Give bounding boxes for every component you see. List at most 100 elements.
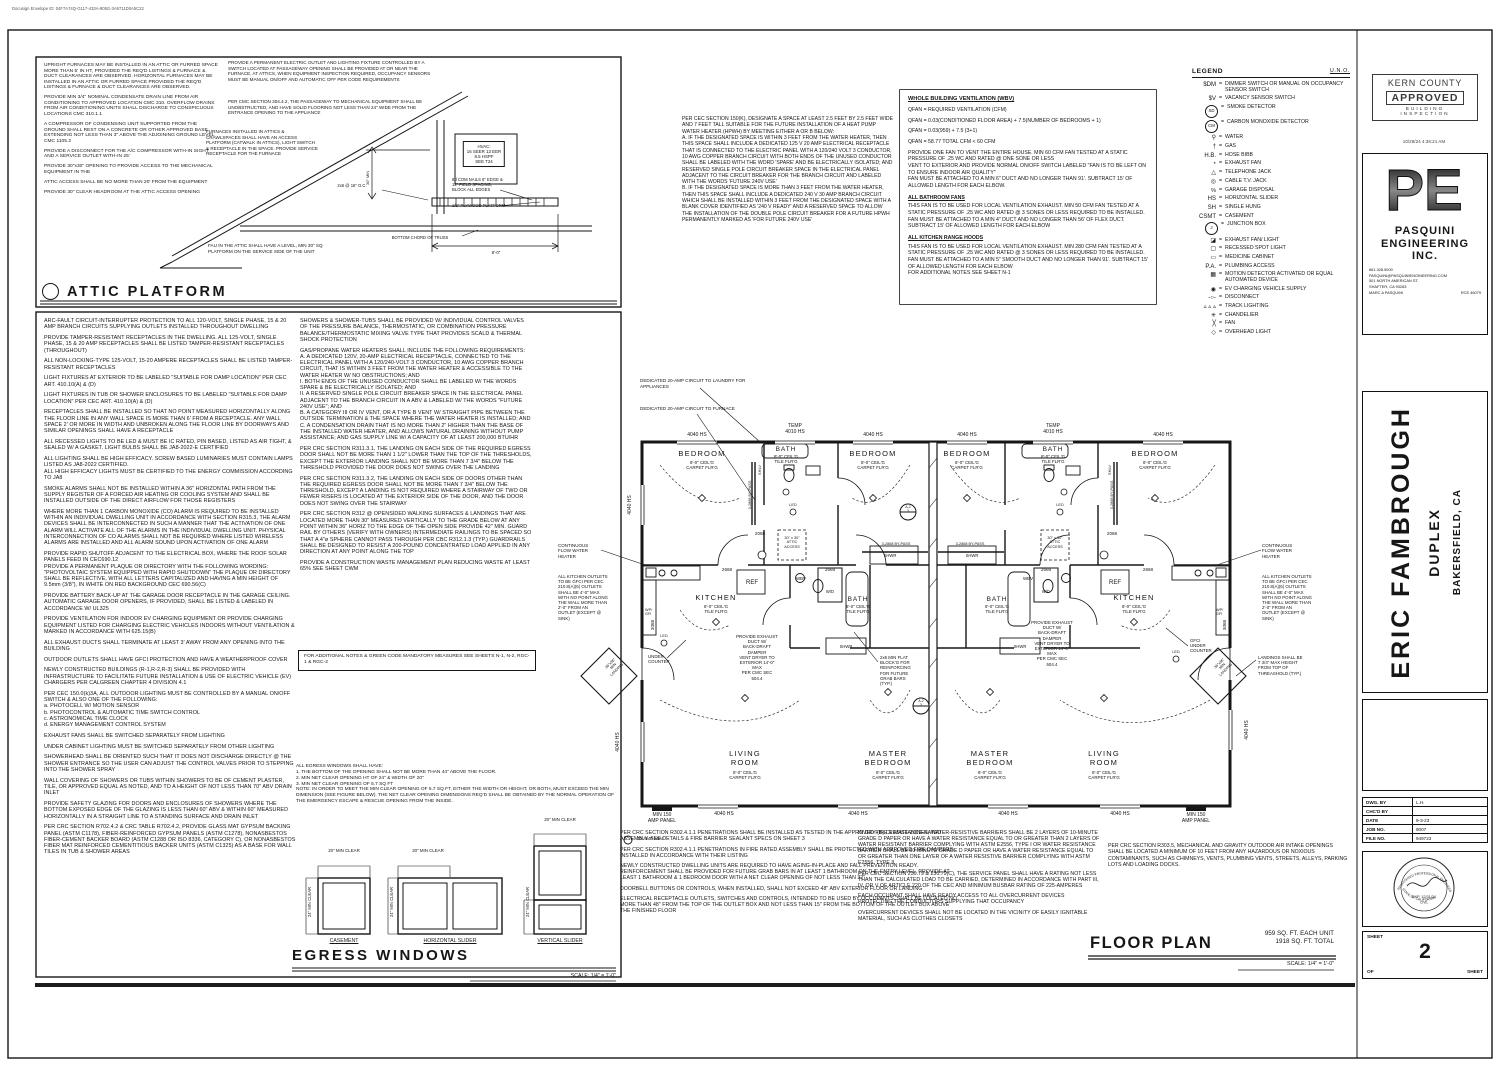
legend-label: EV CHARGING VEHICLE SUPPLY <box>1225 285 1307 292</box>
note-paragraph: PER CRC SECTION R311.3.2, THE LANDING ON… <box>300 475 528 507</box>
legend-equals: = <box>1219 212 1223 219</box>
callout: LANDINGS SHALL BE 7 3/4" MAX HEIGHT FROM… <box>1258 655 1303 676</box>
note-paragraph: OUTDOOR OUTLETS SHALL HAVE GFCI PROTECTI… <box>44 656 288 663</box>
seal-civil: CIVIL <box>1420 901 1428 905</box>
room-label: LIVING ROOM <box>729 749 761 767</box>
legend-equals: = <box>1219 151 1223 158</box>
project-city: BAKERSFIELD, CA <box>1452 488 1463 596</box>
project-block: ERIC FAMBROUGH DUPLEX BAKERSFIELD, CA <box>1362 391 1488 693</box>
legend-item: ▦=MOTION DETECTOR ACTIVATED OR EQUAL AUT… <box>1192 271 1350 284</box>
firm-principal: MARC A PASQUINI <box>1369 289 1404 295</box>
legend-equals: = <box>1219 203 1223 210</box>
project-client: ERIC FAMBROUGH <box>1387 405 1415 679</box>
section-marker-icon <box>42 283 59 300</box>
legend-item: △=TELEPHONE JACK <box>1192 169 1350 177</box>
room-sublabel: 8'-0" CEIL'G CARPET FLR'G <box>729 770 761 781</box>
legend-equals: = <box>1219 186 1223 193</box>
legend-symbol-icon: $V <box>1208 95 1216 102</box>
legend-item: ▢=RECESSED SPOT LIGHT <box>1192 245 1350 252</box>
window-tag: 4040 HS <box>957 432 977 438</box>
door-tag: 3-2868 BY-PASS <box>748 480 752 510</box>
legend-symbol-icon: -○- <box>1208 295 1216 302</box>
note-paragraph: QFAN = REQUIRED VENTILATION (CFM) <box>908 107 1007 114</box>
room-sublabel: 8'-0" CEIL'G CARPET FLR'G <box>1139 460 1171 471</box>
fixture-label: SHWR <box>883 553 897 558</box>
legend-label: VACANCY SENSOR SWITCH <box>1225 94 1295 101</box>
callout: ALL KITCHEN OUTLETS TO BE GFCI PER CEC 2… <box>1262 574 1312 621</box>
legend-equals: = <box>1219 329 1223 336</box>
legend-label: CASEMENT <box>1225 212 1254 219</box>
room-sublabel: 8'-0" CEIL'G CARPET FLR'G <box>686 460 718 471</box>
firm-rce: RCE 46079 <box>1460 289 1481 295</box>
note-paragraph: UNDER CABINET LIGHTING MUST BE SWITCHED … <box>44 743 275 750</box>
hpwh-note: PER CEC SECTION 150(K), DESIGNATE A SPAC… <box>682 116 893 223</box>
outlet-tag: WP/ GFI <box>1216 608 1224 617</box>
legend-equals: = <box>1219 271 1223 278</box>
window-tag: 4040 HS <box>863 432 883 438</box>
pe-logo: PE <box>1385 158 1463 224</box>
sheet-label-of: OF <box>1367 970 1374 975</box>
legend-equals: = <box>1219 303 1223 310</box>
legend: LEGEND U.N.O. $DM=DIMMER SWITCH OR MANUA… <box>1192 68 1350 339</box>
legend-symbol-icon: SH <box>1207 204 1216 211</box>
door-tag: 2668 <box>824 567 836 572</box>
wbv-kitchen-para: THIS FAN IS TO BE USED FOR LOCAL VENTILA… <box>908 243 1148 277</box>
note-paragraph: RECEPTACLES SHALL BE INSTALLED SO THAT N… <box>44 409 291 435</box>
note-paragraph: PROVIDE RAPID SHUTOFF ADJACENT TO THE EL… <box>44 550 291 589</box>
note-paragraph: WALL COVERING OF SHOWERS OR TUBS WITHIN … <box>44 777 292 797</box>
legend-equals: = <box>1219 94 1223 101</box>
legend-label: SMOKE DETECTOR <box>1227 103 1276 110</box>
note-paragraph: NEWLY CONSTRUCTED BUILDINGS (R-1,R-2,R-3… <box>44 667 292 686</box>
attic-note-fau: FAU IN THE ATTIC SHALL HAVE A LEVEL, MIN… <box>208 243 323 254</box>
legend-item: ℅=GARAGE DISPOSAL <box>1192 186 1350 194</box>
sheet-number-block: SHEET 2 OF SHEET <box>1362 931 1488 979</box>
legend-item: ◪=EXHAUST FAN/ LIGHT <box>1192 236 1350 244</box>
info-label: CHC'D BY <box>1363 807 1413 816</box>
legend-symbol-icon: △ <box>1211 170 1216 177</box>
note-paragraph: PROVIDE MIN 3/4" NOMINAL CONDENSATE DRAI… <box>44 95 215 117</box>
legend-equals: = <box>1219 236 1223 243</box>
attic-access-label: 30" x 30" ATTIC ACCESS <box>784 536 800 549</box>
room-label: BATH <box>1042 446 1064 453</box>
note-paragraph: QFAN = 0.03(959) + 7.5 (3+1) <box>908 128 978 135</box>
fixture-label: W/D <box>825 589 835 594</box>
sheet-label-top: SHEET <box>1367 935 1383 940</box>
room-label: MASTER BEDROOM <box>966 749 1014 767</box>
stamp-approved: APPROVED <box>1385 91 1465 105</box>
seal-exp: EXP. 12/31/24 <box>1412 895 1436 899</box>
legend-label: HOSE BIBB <box>1225 151 1253 158</box>
plan-label: HORIZONTAL SLIDER <box>423 938 477 944</box>
legend-symbol-icon: H.B. <box>1204 152 1216 159</box>
attic-access-label: 30" x 30" ATTIC ACCESS <box>1047 536 1063 549</box>
note-paragraph: ALL RECESSED LIGHTS TO BE LED & MUST BE … <box>44 438 292 452</box>
window-tag: 4040 HS <box>687 432 707 438</box>
legend-label: EXHAUST FAN <box>1225 160 1261 167</box>
door-tag: 3-2868 BY-PASS <box>955 542 985 546</box>
plan-label: 24" MIN CLEAR <box>389 886 394 918</box>
plan-label: 20" MIN CLEAR <box>544 817 576 822</box>
legend-equals: = <box>1219 262 1223 269</box>
pe-logo-text: PE <box>1385 158 1462 220</box>
sheet-label-bottom: SHEET <box>1467 970 1483 975</box>
dedicated-laundry-note: DEDICATED 20-AMP CIRCUIT TO LAUNDRY FOR … <box>640 378 746 389</box>
legend-label: OVERHEAD LIGHT <box>1225 329 1271 336</box>
door-tag: 2668 <box>1142 567 1154 572</box>
bottom-note-c: PER CRC SECTION R303.5, MECHANICAL AND G… <box>1108 843 1348 869</box>
room-label: BEDROOM <box>1131 449 1179 458</box>
fixture-label: SHWR <box>965 553 979 558</box>
callout: 2x6 MIN FLAT BLOCK'G FOR REINFORCING FOR… <box>880 655 911 686</box>
legend-symbol-icon: SD <box>1205 104 1218 118</box>
drawing-info-table: DWG. BY L.H. CHC'D BY DATE 9-3-23 JOB NO… <box>1362 797 1488 843</box>
legend-equals: = <box>1219 80 1223 87</box>
panel-tag: MIN 150 AMP PANEL <box>1181 812 1211 824</box>
room-label: KITCHEN <box>1113 593 1155 602</box>
legend-label: GARAGE DISPOSAL <box>1225 186 1275 193</box>
room-label: BEDROOM <box>943 449 991 458</box>
legend-item: J=JUNCTION BOX <box>1192 221 1350 236</box>
legend-symbol-icon: ▭ <box>1210 255 1216 262</box>
callout: ALL KITCHEN OUTLETS TO BE GFCI PER CEC 2… <box>558 574 608 621</box>
plan-label: VERTICAL SLIDER <box>537 938 583 944</box>
firm-address-1: 501 NORTH AMERICAN ST. <box>1369 278 1419 284</box>
legend-item: -○-=DISCONNECT <box>1192 294 1350 302</box>
firm-name-2: ENGINEERING <box>1380 237 1469 250</box>
